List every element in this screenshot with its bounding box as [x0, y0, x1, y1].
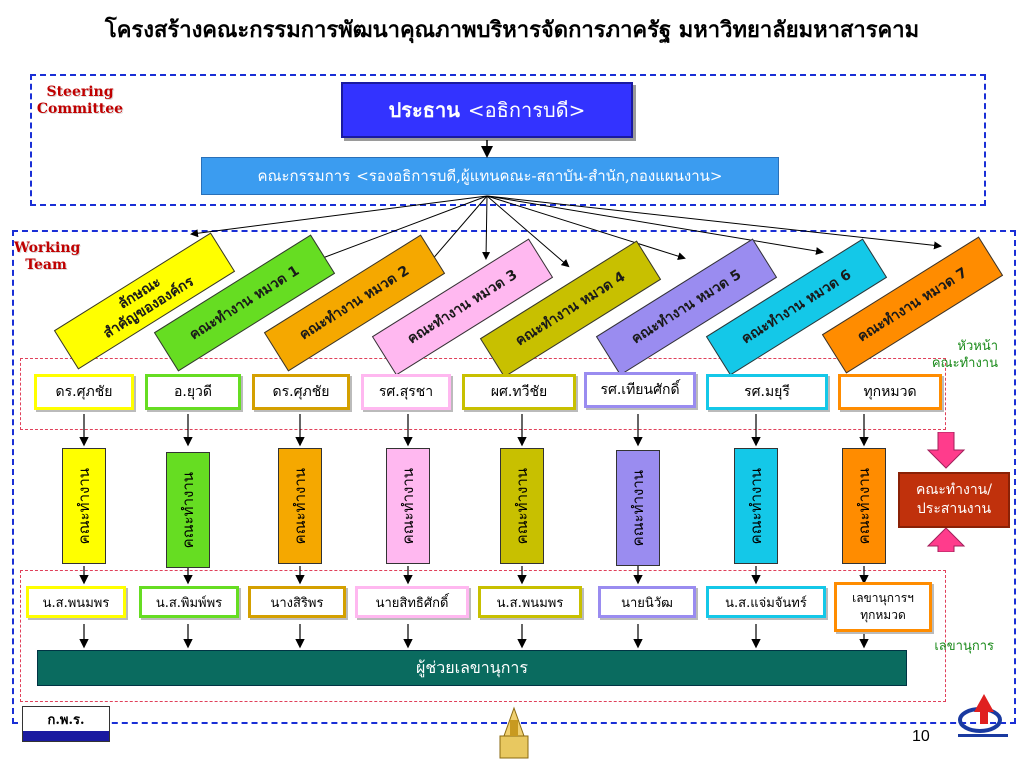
connector-arrow: [310, 195, 488, 264]
secretary-label: เลขานุการ: [934, 639, 994, 654]
working-team-label: Working Team: [14, 240, 81, 273]
head-name: ทุกหมวด: [863, 384, 917, 400]
assistant-label: ผู้ช่วยเลขานุการ: [416, 657, 528, 677]
head-name: รศ.สุรชา: [378, 384, 434, 400]
secretary-box: น.ส.แจ่มจันทร์: [706, 586, 826, 618]
team-label: คณะทำงาน: [399, 467, 417, 545]
opdc-logo: ก.พ.ร.: [22, 706, 110, 742]
team-label: คณะทำงาน: [75, 467, 93, 545]
committee-label: คณะกรรมการ: [257, 167, 351, 185]
team-box: คณะทำงาน: [386, 448, 430, 564]
secretary-name: นางสิริพร: [270, 595, 324, 611]
secretary-box: น.ส.พนมพร: [26, 586, 126, 618]
chairman-label: ประธาน: [388, 98, 460, 122]
secretary-box: น.ส.พนมพร: [478, 586, 582, 618]
head-box: รศ.มยุรี: [706, 374, 828, 410]
up-arrow-icon: [926, 527, 966, 552]
team-label: คณะทำงาน: [291, 467, 309, 545]
head-name: ดร.ศุภชัย: [55, 384, 113, 400]
secretary-name: น.ส.พิมพ์พร: [155, 595, 223, 611]
head-box: ดร.ศุภชัย: [34, 374, 134, 410]
coordination-arrows: [926, 432, 966, 552]
team-box: คณะทำงาน: [842, 448, 886, 564]
head-name: อ.ยุวดี: [173, 384, 212, 400]
heads-label: หัวหน้า คณะทำงาน: [931, 339, 998, 371]
opdc-logo-text: ก.พ.ร.: [23, 707, 109, 731]
page-number: 10: [912, 728, 930, 745]
steering-committee-label: Steering Committee: [36, 84, 124, 117]
connector-arrow: [482, 195, 491, 260]
secretary-box: เลขานุการฯ ทุกหมวด: [834, 582, 932, 632]
team-box: คณะทำงาน: [500, 448, 544, 564]
head-name: รศ.เทียนศักดิ์: [600, 382, 680, 398]
committee-detail: <รองอธิการบดี,ผู้แทนคณะ-สถาบัน-สำนัก,กอง…: [356, 167, 723, 185]
steering-committee-region: [30, 74, 986, 206]
head-box: รศ.เทียนศักดิ์: [584, 372, 696, 408]
chairman-detail: <อธิการบดี>: [467, 98, 586, 122]
head-name: รศ.มยุรี: [744, 384, 790, 400]
head-box: รศ.สุรชา: [361, 374, 451, 410]
team-label: คณะทำงาน: [855, 467, 873, 545]
coordination-box: คณะทำงาน/ ประสานงาน: [898, 472, 1010, 528]
team-box: คณะทำงาน: [166, 452, 210, 568]
team-box: คณะทำงาน: [62, 448, 106, 564]
head-name: ผศ.ทวีชัย: [490, 384, 548, 400]
head-box: ผศ.ทวีชัย: [462, 374, 576, 410]
connector-arrow: [486, 195, 824, 255]
team-box: คณะทำงาน: [278, 448, 322, 564]
down-arrow-icon: [926, 432, 966, 469]
university-seal-icon: [499, 706, 529, 759]
team-box: คณะทำงาน: [734, 448, 778, 564]
connector-arrow: [486, 195, 570, 268]
secretary-name: เลขานุการฯ ทุกหมวด: [852, 591, 914, 622]
secretary-name: น.ส.แจ่มจันทร์: [725, 595, 807, 611]
secretaries-region: [20, 570, 946, 702]
secretary-name: นายสิทธิศักดิ์: [375, 595, 449, 611]
connector-arrow: [486, 195, 686, 261]
heads-region: [20, 358, 946, 430]
head-name: ดร.ศุภชัย: [272, 384, 330, 400]
secretary-box: น.ส.พิมพ์พร: [139, 586, 239, 618]
connector-arrow: [190, 195, 488, 238]
connector-arrow: [486, 195, 942, 250]
assistant-secretary-bar: ผู้ช่วยเลขานุการ: [37, 650, 907, 686]
secretary-box: นางสิริพร: [248, 586, 346, 618]
team-box: คณะทำงาน: [616, 450, 660, 566]
head-box: อ.ยุวดี: [145, 374, 241, 410]
tpqi-logo-icon: [958, 694, 1008, 737]
page-title: โครงสร้างคณะกรรมการพัฒนาคุณภาพบริหารจัดก…: [104, 18, 920, 43]
coordination-label: คณะทำงาน/ ประสานงาน: [916, 482, 992, 517]
secretary-name: น.ส.พนมพร: [42, 595, 110, 611]
secretary-name: นายนิวัฒ: [621, 595, 673, 611]
head-box: ดร.ศุภชัย: [252, 374, 350, 410]
secretary-name: น.ส.พนมพร: [496, 595, 564, 611]
team-label: คณะทำงาน: [747, 467, 765, 545]
head-box: ทุกหมวด: [838, 374, 942, 410]
secretary-box: นายสิทธิศักดิ์: [355, 586, 469, 618]
secretary-box: นายนิวัฒ: [598, 586, 696, 618]
team-label: คณะทำงาน: [629, 469, 647, 547]
chairman-box: ประธาน <อธิการบดี>: [341, 82, 633, 138]
committee-box: คณะกรรมการ <รองอธิการบดี,ผู้แทนคณะ-สถาบั…: [201, 157, 779, 195]
team-label: คณะทำงาน: [513, 467, 531, 545]
team-label: คณะทำงาน: [179, 471, 197, 549]
